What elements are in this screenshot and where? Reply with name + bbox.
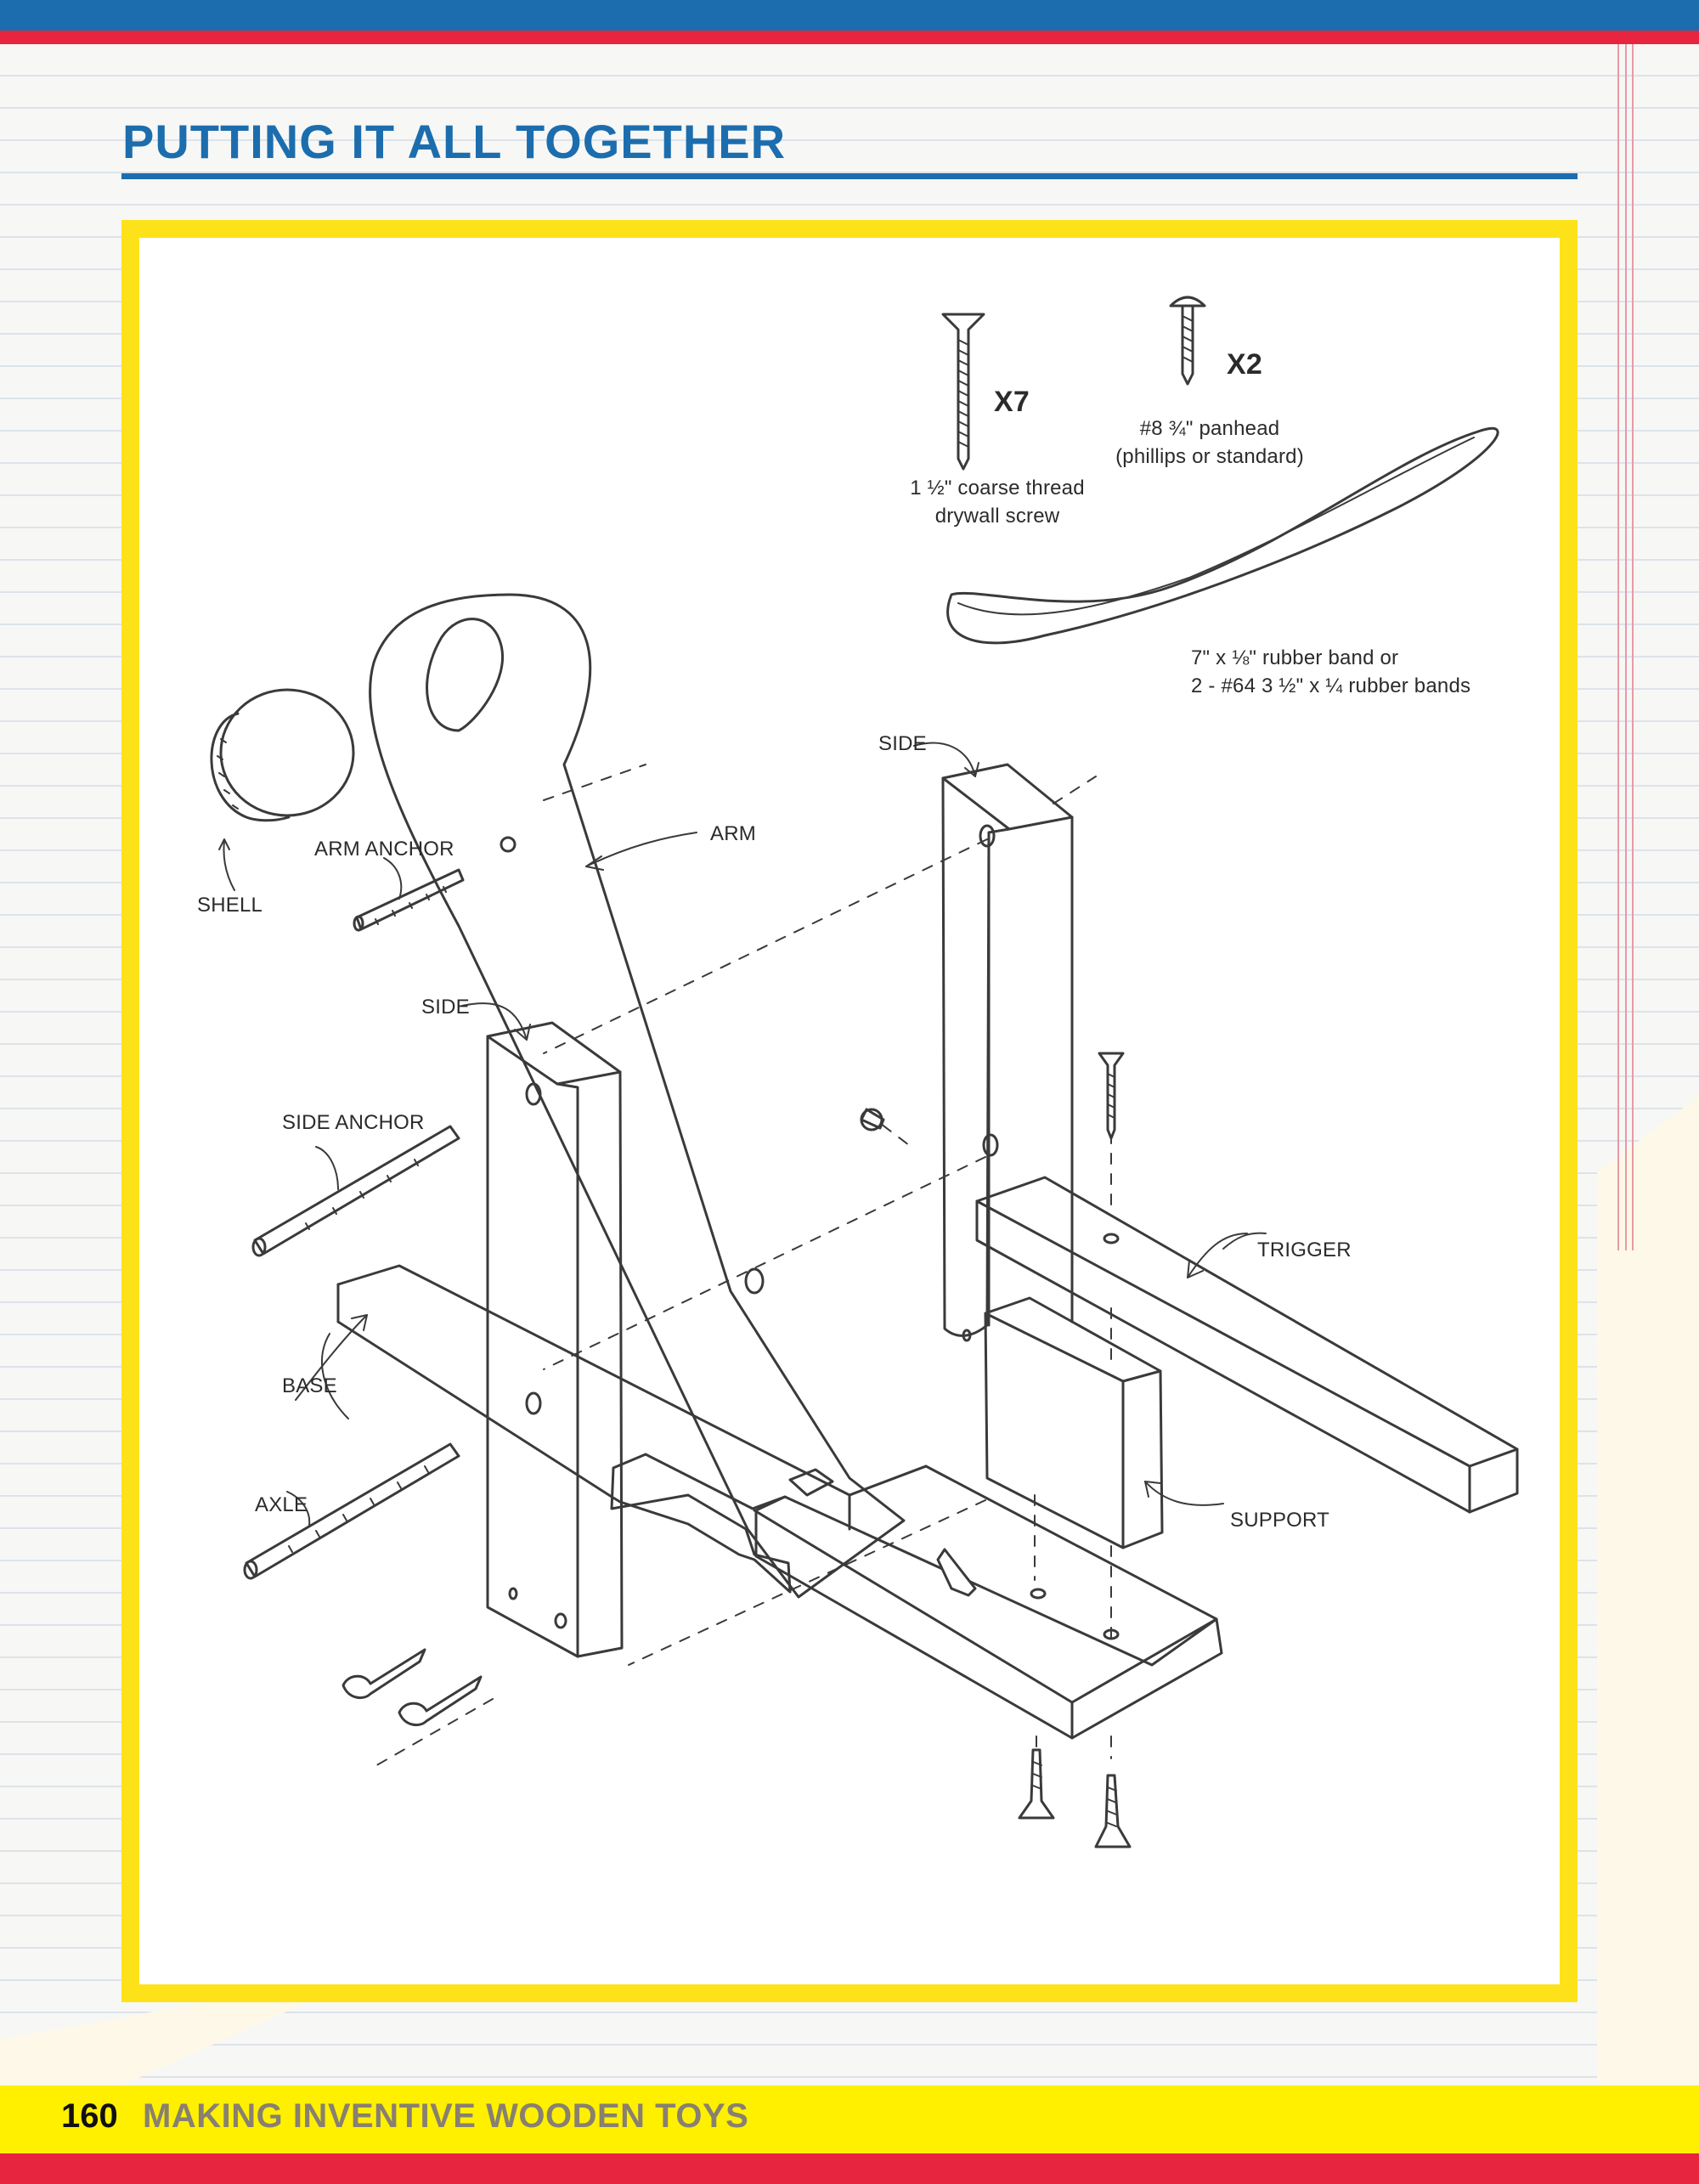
rubber-band-line1: 7" x ⅛" rubber band or	[1191, 646, 1399, 669]
support-label: SUPPORT	[1230, 1509, 1329, 1532]
title-underline	[121, 173, 1578, 179]
side-back-label: SIDE	[878, 732, 927, 755]
rubber-band-label: 7" x ⅛" rubber band or 2 - #64 3 ½" x ¼ …	[1191, 644, 1470, 700]
panhead-screw-icon	[1169, 296, 1206, 386]
margin-lines	[1616, 44, 1634, 1250]
base-label: BASE	[282, 1374, 337, 1397]
arm-anchor-label: ARM ANCHOR	[314, 838, 454, 861]
drywall-screw-line1: 1 ½" coarse thread	[910, 477, 1085, 499]
drywall-screw-icon	[941, 313, 985, 471]
panhead-screw-line1: #8 ¾" panhead	[1139, 417, 1280, 440]
page-title: PUTTING IT ALL TOGETHER	[122, 115, 787, 168]
footer-yellow-bar	[0, 2085, 1699, 2153]
shell-label: SHELL	[197, 894, 263, 917]
illustration-frame: X7 1 ½" coarse thread drywall screw X2 #…	[121, 220, 1578, 2002]
panhead-screw-line2: (phillips or standard)	[1115, 445, 1304, 468]
arm-anchor-part	[353, 857, 465, 932]
assembly-screws	[341, 1052, 1132, 1848]
panhead-screw-label: #8 ¾" panhead (phillips or standard)	[1074, 415, 1346, 471]
axle-label: AXLE	[255, 1493, 308, 1516]
arm-part	[369, 593, 906, 1599]
arm-label: ARM	[710, 822, 756, 845]
axle-part	[243, 1442, 460, 1580]
page-number: 160	[61, 2097, 118, 2135]
side-front-label: SIDE	[421, 996, 470, 1019]
base-part	[295, 1264, 1223, 1740]
catapult-exploded-diagram	[210, 296, 1519, 1848]
trigger-part	[975, 1176, 1519, 1514]
rubber-band-line2: 2 - #64 3 ½" x ¼ rubber bands	[1191, 674, 1471, 697]
back-side-part	[941, 763, 1074, 1342]
footer-red-bar	[0, 2153, 1699, 2184]
side-anchor-label: SIDE ANCHOR	[282, 1111, 425, 1134]
book-title: MAKING INVENTIVE WOODEN TOYS	[143, 2097, 749, 2135]
label-leader-lines	[913, 742, 1267, 1250]
support-part	[984, 1296, 1224, 1549]
trigger-label: TRIGGER	[1257, 1239, 1352, 1261]
rubber-band-drawing	[946, 426, 1499, 645]
drywall-screw-line2: drywall screw	[934, 505, 1060, 528]
assembly-guide-lines	[373, 764, 1112, 1768]
top-blue-bar	[0, 0, 1699, 31]
shell-part	[210, 688, 355, 891]
front-side-part	[461, 1002, 624, 1658]
top-red-bar	[0, 31, 1699, 44]
panhead-screw-qty: X2	[1227, 348, 1262, 381]
side-anchor-part	[251, 1125, 460, 1257]
drywall-screw-label: 1 ½" coarse thread drywall screw	[870, 474, 1125, 530]
drywall-screw-qty: X7	[994, 386, 1030, 418]
